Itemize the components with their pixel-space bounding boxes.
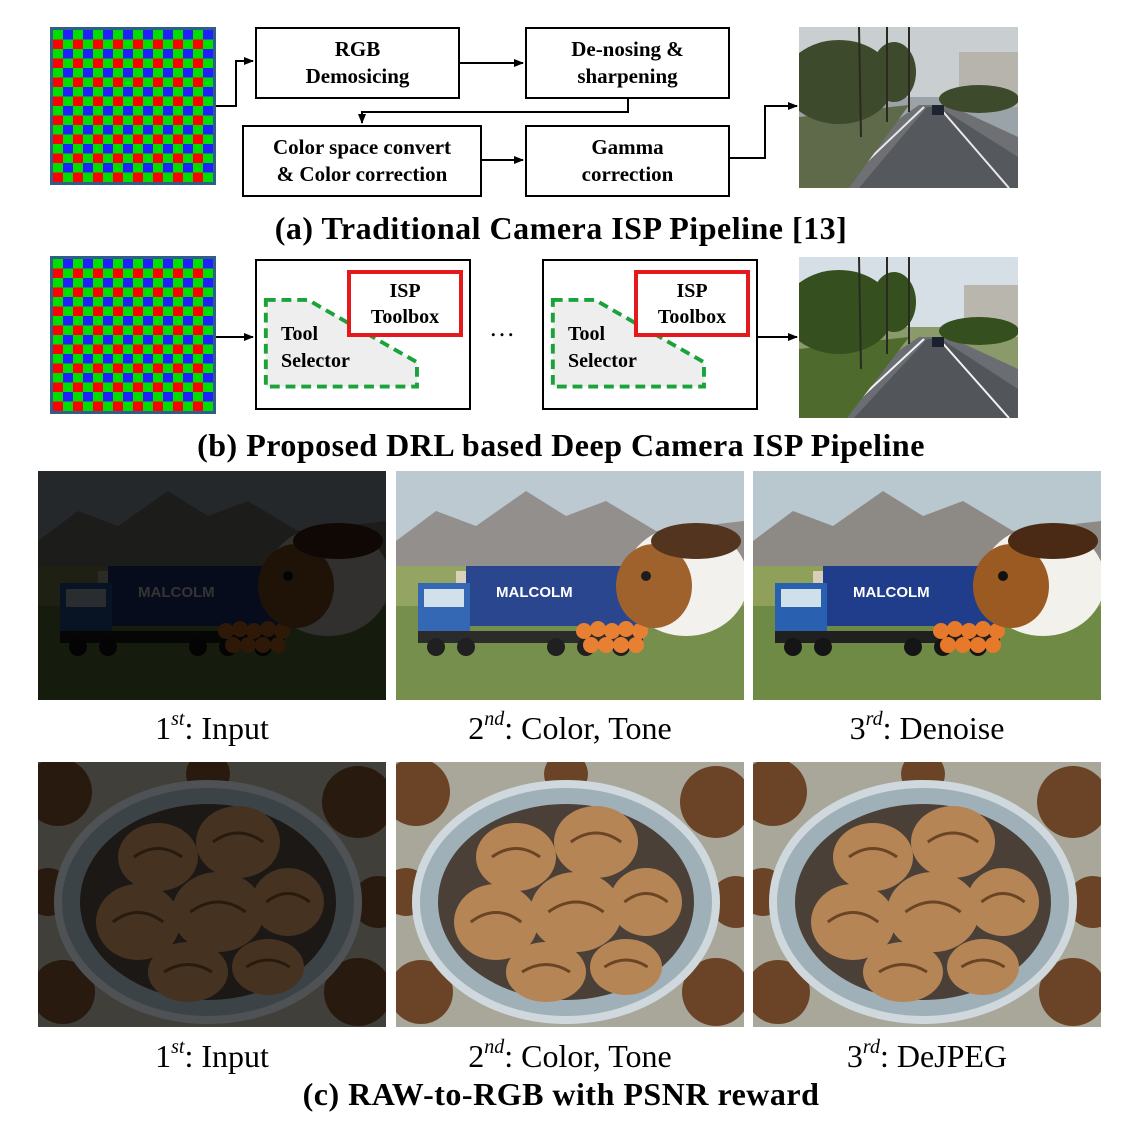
toolbox-1-line1: ISP <box>389 279 421 302</box>
truck-trailer-text: MALCOLM <box>496 584 573 601</box>
gamma-box: Gamma correction <box>525 125 730 197</box>
example2-input-photo <box>38 762 386 1027</box>
ord-label: : Color, Tone <box>504 710 672 746</box>
example1-caption-1: 1st: Input <box>38 708 386 747</box>
example1-denoise-photo: MALCOLM <box>753 471 1101 700</box>
gamma-line1: Gamma <box>591 135 664 159</box>
selector-1-line1: Tool <box>281 323 319 345</box>
example2-colortone-photo <box>396 762 744 1027</box>
selector-2-line2: Selector <box>568 350 637 372</box>
ord-base: 2 <box>468 710 485 746</box>
example2-caption-1: 1st: Input <box>38 1036 386 1075</box>
ord-label: : Denoise <box>882 710 1005 746</box>
tool-selector-1: Tool Selector <box>281 321 350 375</box>
ord-base: 1 <box>155 710 172 746</box>
isp-toolbox-1: ISP Toolbox <box>347 270 463 337</box>
selector-1-line2: Selector <box>281 350 350 372</box>
ord-base: 1 <box>155 1038 172 1074</box>
caption-c: (c) RAW-to-RGB with PSNR reward <box>302 1076 820 1112</box>
ord-sup: rd <box>862 1036 880 1058</box>
denoise-line2: sharpening <box>577 64 678 88</box>
example1-colortone-photo: MALCOLM <box>396 471 744 700</box>
tool-selector-2: Tool Selector <box>568 321 637 375</box>
colorspace-line1: Color space convert <box>272 135 452 159</box>
gamma-line2: correction <box>581 162 674 186</box>
denoise-line1: De-nosing & <box>571 37 684 61</box>
example1-caption-2: 2nd: Color, Tone <box>396 708 744 747</box>
demosaic-line1: RGB <box>334 37 381 61</box>
isp-toolbox-2: ISP Toolbox <box>634 270 750 337</box>
toolbox-2-line1: ISP <box>676 279 708 302</box>
example1-caption-3: 3rd: Denoise <box>753 708 1101 747</box>
caption-b: (b) Proposed DRL based Deep Camera ISP P… <box>197 427 925 463</box>
road-output-photo-b <box>799 257 1018 418</box>
toolbox-1-line2: Toolbox <box>370 305 440 328</box>
ord-label: : Input <box>184 1038 269 1074</box>
ord-sup: st <box>171 1036 185 1058</box>
ord-sup: rd <box>865 708 883 730</box>
isp-module-2: ISP Toolbox Tool Selector <box>542 259 758 410</box>
denoise-box: De-nosing & sharpening <box>525 27 730 99</box>
ord-sup: nd <box>484 708 505 730</box>
truck-trailer-text: MALCOLM <box>853 584 930 601</box>
colorspace-line2: & Color correction <box>276 162 448 186</box>
isp-module-1: ISP Toolbox Tool Selector <box>255 259 471 410</box>
example2-dejpeg-photo <box>753 762 1101 1027</box>
bayer-raw-image-b <box>50 256 216 414</box>
ellipsis: … <box>489 313 515 342</box>
caption-a: (a) Traditional Camera ISP Pipeline [13] <box>274 210 848 246</box>
bayer-raw-image-a <box>50 27 216 185</box>
toolbox-2-line2: Toolbox <box>657 305 727 328</box>
demosaic-line2: Demosicing <box>305 64 410 88</box>
example2-caption-3: 3rd: DeJPEG <box>753 1036 1101 1075</box>
example2-caption-2: 2nd: Color, Tone <box>396 1036 744 1075</box>
ord-base: 2 <box>468 1038 485 1074</box>
ord-label: : Input <box>184 710 269 746</box>
ord-label: : DeJPEG <box>879 1038 1008 1074</box>
example1-input-photo: MALCOLM <box>38 471 386 700</box>
ord-sup: nd <box>484 1036 505 1058</box>
ord-label: : Color, Tone <box>504 1038 672 1074</box>
ord-base: 3 <box>849 710 866 746</box>
demosaic-box: RGB Demosicing <box>255 27 460 99</box>
ord-sup: st <box>171 708 185 730</box>
colorspace-box: Color space convert & Color correction <box>242 125 482 197</box>
road-output-photo-a <box>799 27 1018 188</box>
ord-base: 3 <box>846 1038 863 1074</box>
selector-2-line1: Tool <box>568 323 606 345</box>
